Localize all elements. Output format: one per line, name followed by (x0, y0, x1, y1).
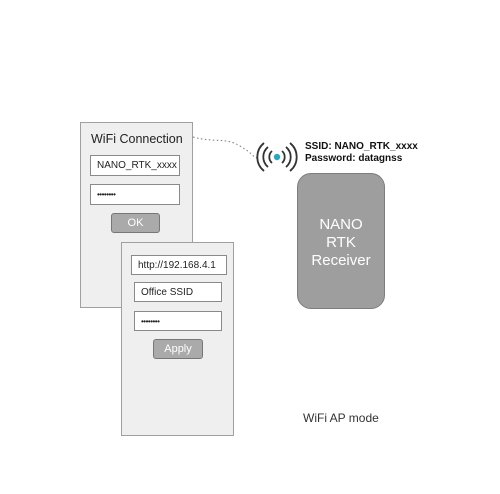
dotted-connector (192, 136, 259, 159)
router-config-phone: http://192.168.4.1 Office SSID •••••••• … (121, 242, 234, 436)
password-label: Password: datagnss (305, 153, 403, 164)
receiver-line-1: NANO (319, 216, 363, 233)
nano-rtk-receiver: NANO RTK Receiver (297, 173, 385, 309)
receiver-line-3: Receiver (311, 252, 371, 269)
apply-button[interactable]: Apply (153, 339, 203, 359)
ssid-label: SSID: NANO_RTK_xxxx (305, 141, 418, 152)
receiver-line-2: RTK (326, 234, 356, 251)
password-field[interactable]: •••••••• (90, 184, 180, 205)
wifi-connection-phone: WiFi Connection NANO_RTK_xxxx •••••••• O… (80, 122, 193, 308)
ssid-field[interactable]: NANO_RTK_xxxx (90, 155, 180, 176)
wifi-info: SSID: NANO_RTK_xxxx Password: datagnss (305, 141, 418, 165)
office-password-field[interactable]: •••••••• (134, 311, 222, 331)
wifi-connection-title: WiFi Connection (91, 132, 183, 146)
wifi-signal-icon (256, 142, 298, 172)
mode-caption: WiFi AP mode (303, 411, 379, 425)
office-ssid-field[interactable]: Office SSID (134, 282, 222, 302)
ok-button[interactable]: OK (111, 213, 160, 233)
url-field[interactable]: http://192.168.4.1 (131, 255, 227, 275)
